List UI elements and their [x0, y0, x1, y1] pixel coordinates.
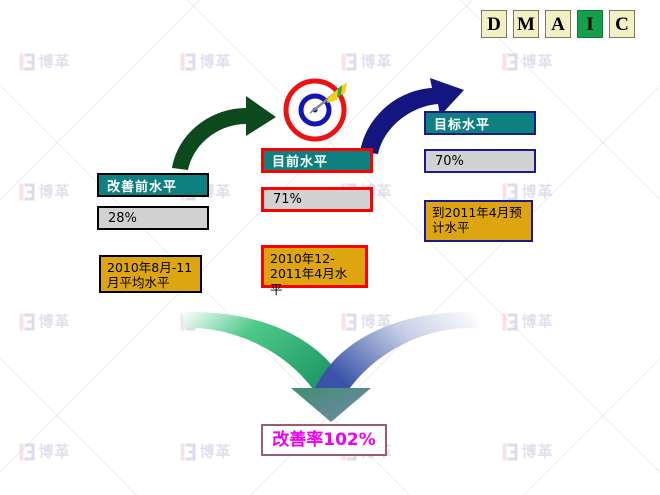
watermark-logo: 博革: [19, 313, 71, 331]
target-level-value-text: 70%: [435, 153, 464, 169]
curved-arrow-navy-icon: [360, 78, 464, 154]
watermark-mark-icon: [502, 53, 518, 71]
dmaic-tile-i[interactable]: I: [577, 10, 603, 38]
current-level-note: 2010年12-2011年4月水平: [261, 245, 368, 297]
before-level-note-text: 2010年8月-11月平均水平: [107, 260, 193, 291]
before-level-value: 28%: [97, 206, 209, 230]
watermark-logo: 博革: [502, 443, 554, 461]
watermark-text: 博革: [521, 443, 554, 461]
dmaic-tile-a[interactable]: A: [545, 10, 571, 38]
watermark-text: 博革: [38, 443, 71, 461]
watermark-mark-icon: [19, 53, 35, 71]
watermark-mark-icon: [341, 53, 357, 71]
watermark-mark-icon: [19, 313, 35, 331]
watermark-logo: 博革: [19, 183, 71, 201]
current-level-title-text: 目前水平: [272, 155, 329, 170]
watermark-text: 博革: [521, 313, 554, 331]
watermark-mark-icon: [180, 53, 196, 71]
current-level-value-text: 71%: [273, 192, 302, 207]
before-level-title-text: 改善前水平: [107, 179, 178, 195]
watermark-mark-icon: [180, 443, 196, 461]
watermark-logo: 博革: [502, 313, 554, 331]
dmaic-tile-d[interactable]: D: [481, 10, 507, 38]
watermark-text: 博革: [199, 53, 232, 71]
watermark-logo: 博革: [19, 443, 71, 461]
watermark-text: 博革: [38, 183, 71, 201]
watermark-text: 博革: [38, 313, 71, 331]
before-level-value-text: 28%: [108, 210, 137, 226]
curved-arrow-green-icon: [172, 96, 276, 170]
before-level-title: 改善前水平: [97, 173, 209, 197]
watermark-mark-icon: [502, 443, 518, 461]
dartboard-icon: [283, 78, 347, 142]
improvement-rate-banner: 改善率102%: [261, 424, 387, 456]
target-level-note-text: 到2011年4月预计水平: [432, 205, 522, 236]
target-level-title-text: 目标水平: [434, 117, 491, 133]
watermark-text: 博革: [360, 53, 393, 71]
watermark-logo: 博革: [502, 183, 554, 201]
watermark-logo: 博革: [180, 443, 232, 461]
watermark-logo: 博革: [19, 53, 71, 71]
current-level-note-text: 2010年12-2011年4月水平: [270, 251, 348, 297]
before-level-note: 2010年8月-11月平均水平: [99, 255, 202, 293]
current-level-title: 目前水平: [261, 148, 373, 173]
watermark-text: 博革: [521, 183, 554, 201]
current-level-value: 71%: [261, 187, 373, 212]
watermark-text: 博革: [38, 53, 71, 71]
improvement-rate-label: 改善率102%: [272, 429, 376, 450]
watermark-mark-icon: [502, 183, 518, 201]
target-level-title: 目标水平: [424, 111, 536, 135]
watermark-text: 博革: [199, 443, 232, 461]
dmaic-tile-c[interactable]: C: [609, 10, 635, 38]
watermark-logo: 博革: [502, 53, 554, 71]
dmaic-tile-m[interactable]: M: [513, 10, 539, 38]
watermark-logo: 博革: [180, 53, 232, 71]
watermark-logo: 博革: [341, 53, 393, 71]
target-level-value: 70%: [424, 149, 536, 173]
target-level-note: 到2011年4月预计水平: [424, 200, 533, 242]
watermark-mark-icon: [19, 443, 35, 461]
converging-funnel-arrow-icon: [183, 311, 477, 422]
watermark-mark-icon: [19, 183, 35, 201]
watermark-mark-icon: [502, 313, 518, 331]
watermark-text: 博革: [521, 53, 554, 71]
